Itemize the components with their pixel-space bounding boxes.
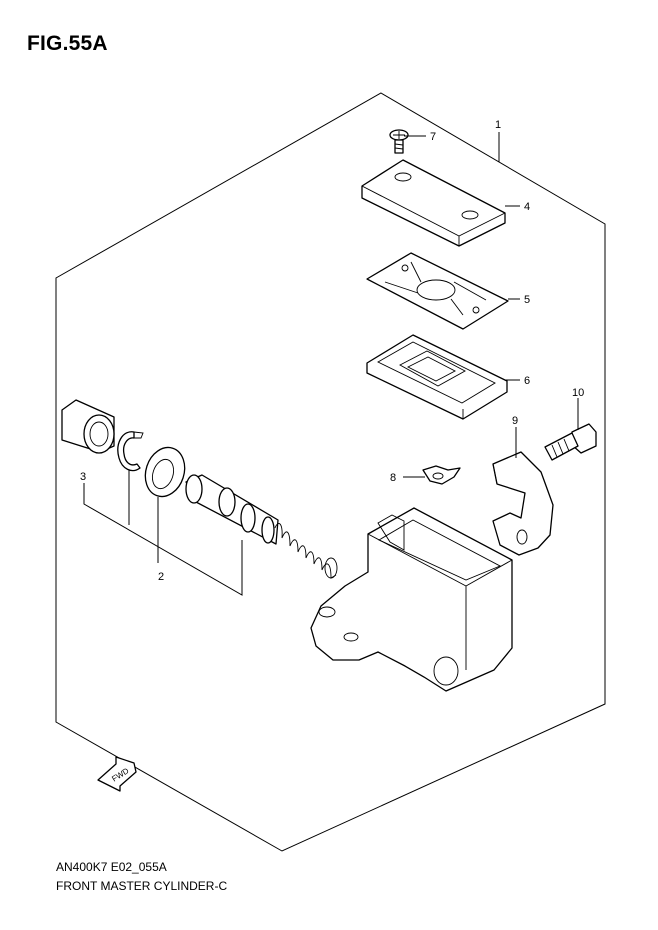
part-circlip	[117, 431, 144, 472]
assembly-outline	[55, 92, 606, 852]
callout-2: 2	[158, 571, 164, 583]
part-screw-7	[389, 129, 409, 154]
figure-code: AN400K7 E02_055A	[56, 860, 167, 874]
fwd-arrow: FWD	[97, 756, 137, 792]
part-piston	[185, 474, 279, 545]
callout-1: 1	[495, 119, 501, 131]
callout-4: 4	[524, 201, 530, 213]
figure-title: FIG.55A	[27, 32, 108, 55]
callout-10: 10	[572, 387, 584, 399]
part-spring	[274, 522, 338, 579]
leader-lines	[83, 132, 579, 596]
callout-9: 9	[512, 415, 518, 427]
callout-3: 3	[80, 471, 86, 483]
callout-6: 6	[524, 375, 530, 387]
part-diaphragm-6	[366, 334, 508, 420]
part-reservoir-cap-4	[361, 159, 506, 247]
part-boot-3	[61, 399, 115, 454]
part-diaphragm-plate-5	[366, 252, 509, 330]
part-bolt-10	[544, 423, 597, 461]
part-nut-8	[422, 465, 461, 485]
callout-7: 7	[430, 131, 436, 143]
figure-name: FRONT MASTER CYLINDER-C	[56, 879, 228, 893]
part-washer	[144, 446, 186, 498]
part-master-cylinder-body	[310, 507, 513, 692]
callout-8: 8	[390, 472, 396, 484]
part-holder-9	[492, 451, 554, 556]
callout-5: 5	[524, 294, 530, 306]
